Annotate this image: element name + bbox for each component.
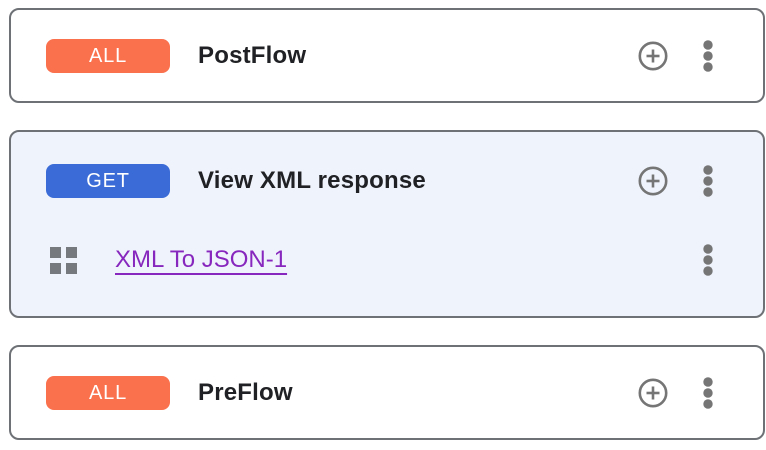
add-policy-button[interactable] bbox=[637, 165, 669, 197]
flow-card-view-xml-response[interactable]: GET View XML response bbox=[9, 130, 765, 318]
plus-circle-icon bbox=[638, 41, 668, 70]
policy-link[interactable]: XML To JSON-1 bbox=[115, 246, 288, 273]
kebab-menu-icon bbox=[703, 39, 713, 72]
header-actions bbox=[637, 376, 713, 409]
flows-panel: ALL PostFlow GET bbox=[9, 8, 765, 440]
more-options-button[interactable] bbox=[703, 376, 713, 409]
plus-circle-icon bbox=[638, 166, 668, 196]
kebab-menu-icon bbox=[703, 244, 713, 276]
more-options-button[interactable] bbox=[703, 39, 713, 72]
flow-title: PreFlow bbox=[198, 378, 293, 406]
step-actions bbox=[703, 244, 713, 276]
method-badge: ALL bbox=[46, 38, 170, 73]
plus-circle-icon bbox=[638, 378, 668, 407]
header-actions bbox=[637, 165, 713, 197]
header-actions bbox=[637, 39, 713, 72]
flow-card-postflow[interactable]: ALL PostFlow bbox=[9, 8, 765, 103]
kebab-menu-icon bbox=[703, 376, 713, 409]
add-policy-button[interactable] bbox=[637, 40, 669, 72]
method-badge: GET bbox=[46, 164, 170, 198]
method-badge: ALL bbox=[46, 375, 170, 410]
policy-step-row[interactable]: XML To JSON-1 bbox=[11, 230, 763, 290]
flow-title: View XML response bbox=[198, 167, 426, 194]
more-options-button[interactable] bbox=[703, 165, 713, 197]
flow-card-preflow[interactable]: ALL PreFlow bbox=[9, 345, 765, 440]
flow-card-header: ALL PostFlow bbox=[11, 10, 763, 101]
flow-title: PostFlow bbox=[198, 41, 307, 69]
step-more-options-button[interactable] bbox=[703, 244, 713, 276]
flow-card-header: GET View XML response bbox=[11, 132, 763, 230]
flow-card-header: ALL PreFlow bbox=[11, 347, 763, 438]
kebab-menu-icon bbox=[703, 165, 713, 197]
policy-grid-icon bbox=[50, 246, 77, 274]
add-policy-button[interactable] bbox=[637, 377, 669, 409]
